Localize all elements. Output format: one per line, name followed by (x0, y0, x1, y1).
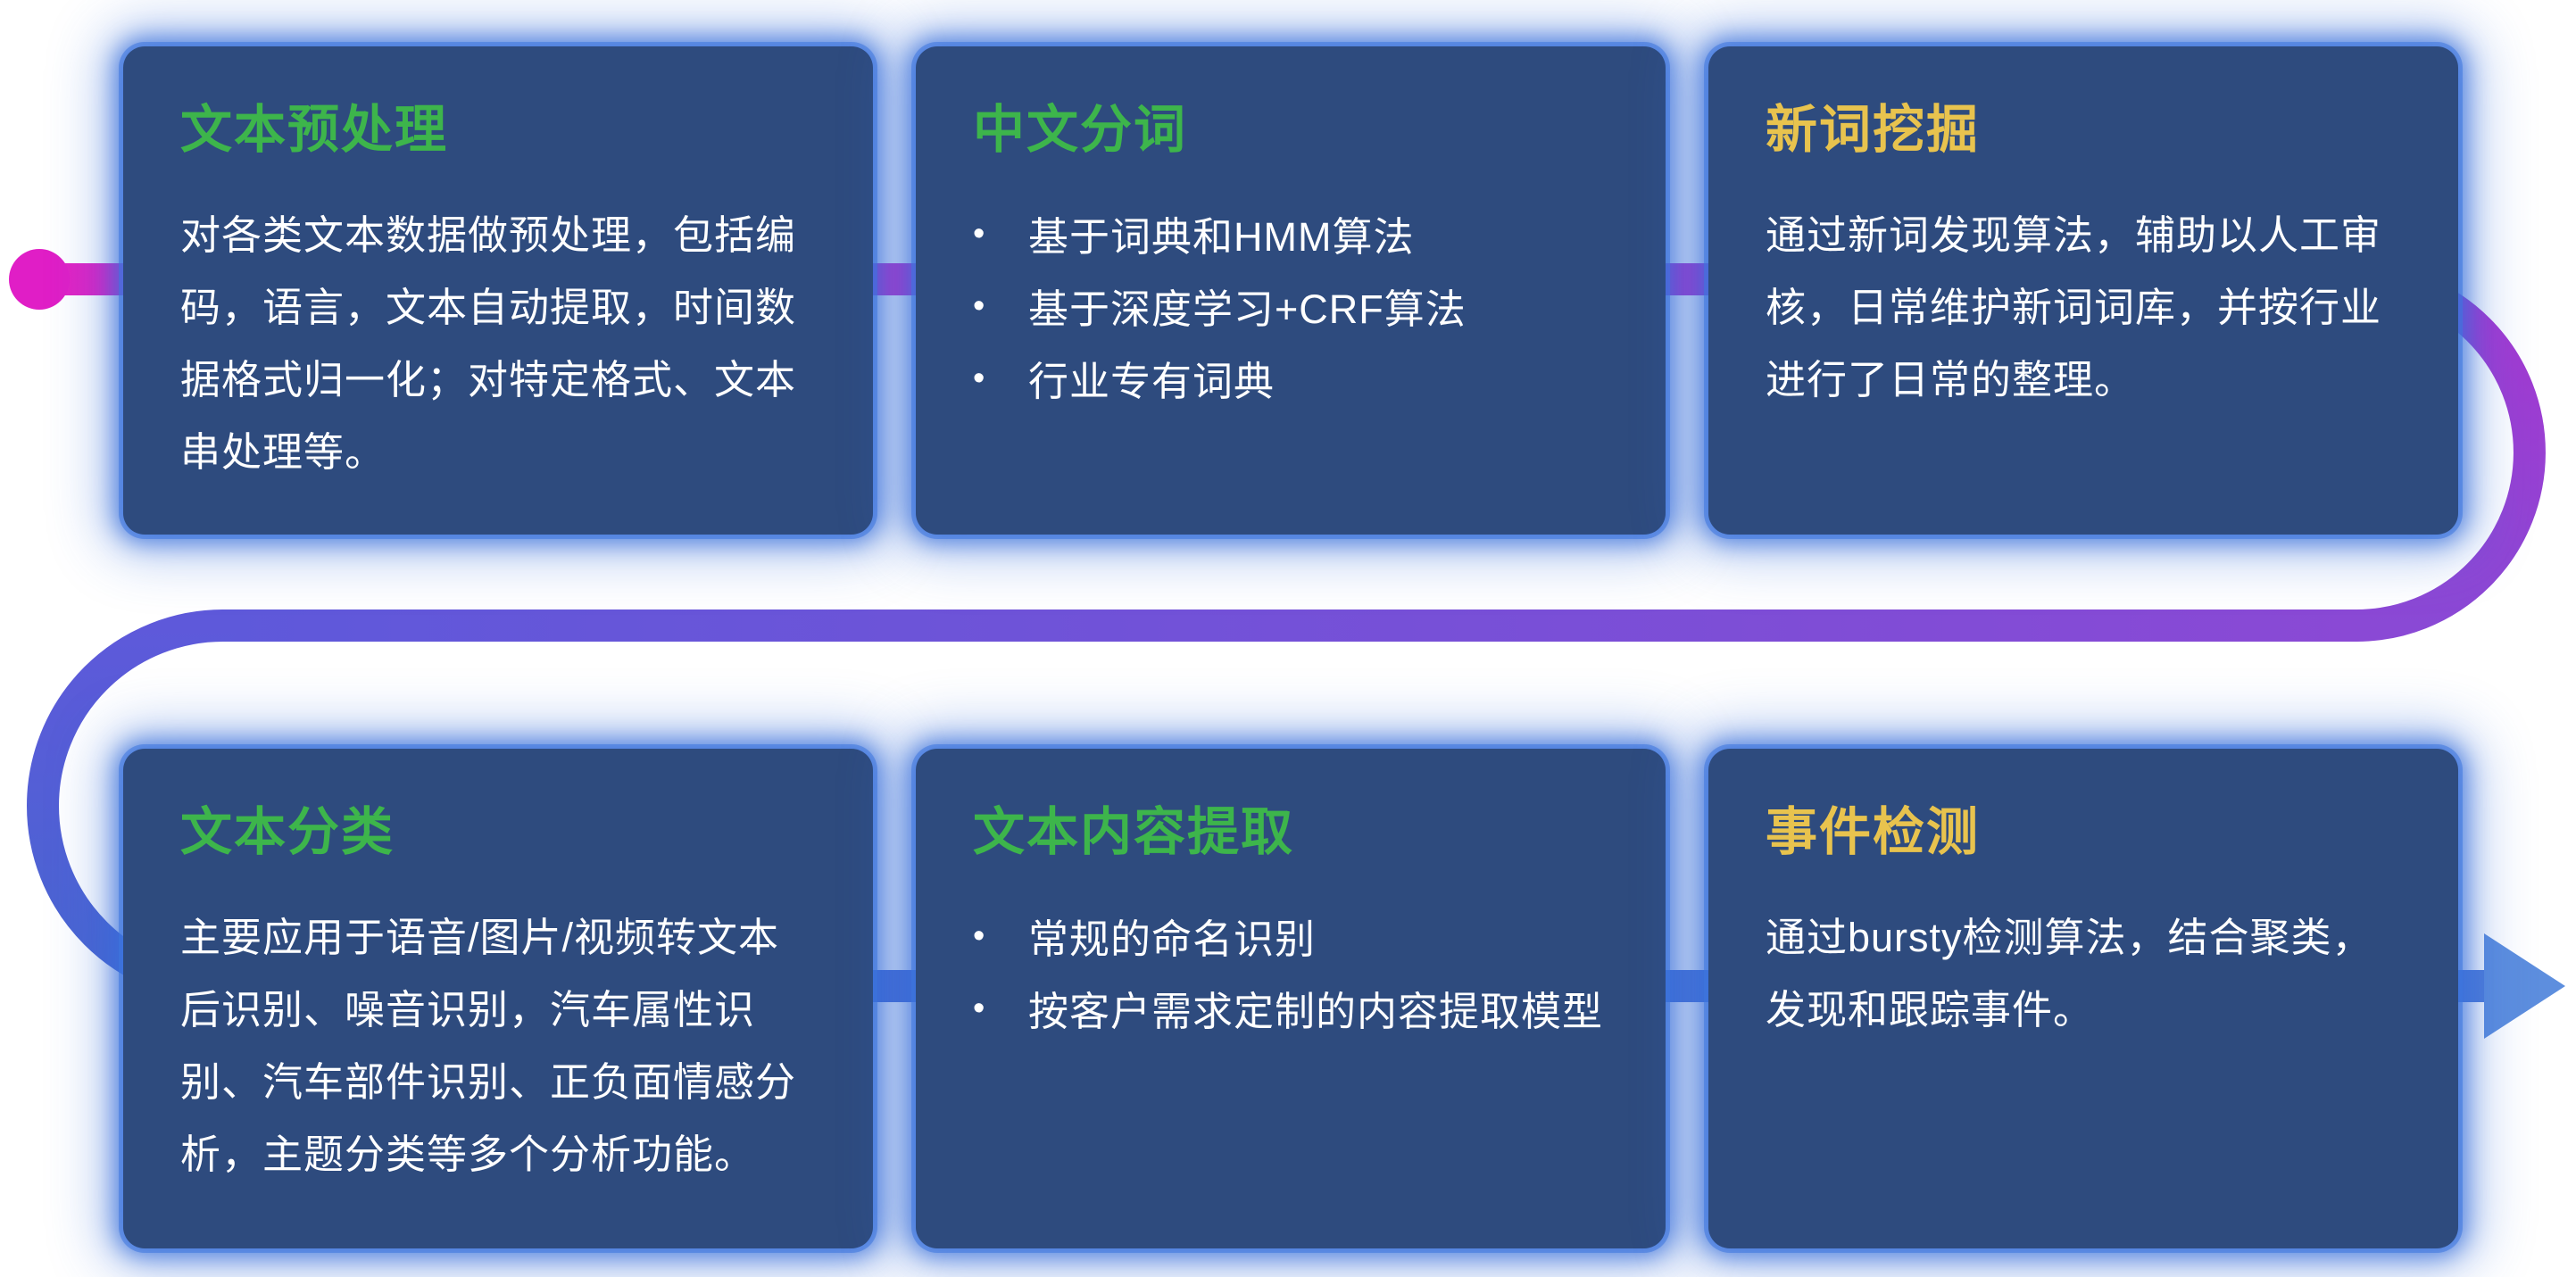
list-item-text: 行业专有词典 (1028, 358, 1276, 404)
card-title: 新词挖掘 (1766, 101, 1981, 159)
list-item: • 按客户需求定制的内容提取模型 (973, 975, 1608, 1048)
card-title: 事件检测 (1766, 803, 1981, 861)
card-new-word-mining: 新词挖掘 通过新词发现算法，辅助以人工审核，日常维护新词词库，并按行业进行了日常… (1708, 46, 2458, 535)
bullet-icon: • (973, 286, 986, 325)
card-body-text: 对各类文本数据做预处理，包括编码，语言，文本自动提取，时间数据格式归一化；对特定… (180, 211, 797, 475)
bullet-icon: • (973, 214, 986, 253)
card-title: 中文分词 (973, 101, 1188, 159)
bullet-icon: • (973, 916, 986, 955)
card-bullet-list: • 基于词典和HMM算法 • 基于深度学习+CRF算法 • 行业专有词典 (973, 201, 1608, 418)
list-item-text: 基于词典和HMM算法 (1028, 213, 1415, 260)
card-body-text: 主要应用于语音/图片/视频转文本后识别、噪音识别，汽车属性识别、汽车部件识别、正… (180, 914, 797, 1177)
card-title: 文本内容提取 (973, 803, 1295, 861)
list-item-text: 按客户需求定制的内容提取模型 (1028, 988, 1604, 1034)
flow-start-dot-icon (9, 249, 70, 310)
bullet-icon: • (973, 989, 986, 1027)
card-bullet-list: • 常规的命名识别 • 按客户需求定制的内容提取模型 (973, 903, 1608, 1048)
card-event-detection: 事件检测 通过bursty检测算法，结合聚类，发现和跟踪事件。 (1708, 749, 2458, 1248)
card-text-classification: 文本分类 主要应用于语音/图片/视频转文本后识别、噪音识别，汽车属性识别、汽车部… (123, 749, 873, 1248)
card-title: 文本分类 (180, 803, 395, 861)
bullet-icon: • (973, 359, 986, 397)
card-body-text: 通过新词发现算法，辅助以人工审核，日常维护新词词库，并按行业进行了日常的整理。 (1766, 211, 2382, 402)
card-text-preprocessing: 文本预处理 对各类文本数据做预处理，包括编码，语言，文本自动提取，时间数据格式归… (123, 46, 873, 535)
card-text-content-extraction: 文本内容提取 • 常规的命名识别 • 按客户需求定制的内容提取模型 (916, 749, 1666, 1248)
list-item: • 基于深度学习+CRF算法 (973, 273, 1608, 345)
list-item-text: 基于深度学习+CRF算法 (1028, 286, 1467, 332)
card-chinese-word-segmentation: 中文分词 • 基于词典和HMM算法 • 基于深度学习+CRF算法 • 行业专有词… (916, 46, 1666, 535)
list-item: • 行业专有词典 (973, 345, 1608, 418)
flow-arrowhead-icon (2484, 933, 2565, 1039)
card-body-text: 通过bursty检测算法，结合聚类，发现和跟踪事件。 (1766, 914, 2373, 1032)
list-item-text: 常规的命名识别 (1028, 916, 1317, 962)
list-item: • 常规的命名识别 (973, 903, 1608, 975)
card-title: 文本预处理 (180, 101, 449, 159)
list-item: • 基于词典和HMM算法 (973, 201, 1608, 273)
